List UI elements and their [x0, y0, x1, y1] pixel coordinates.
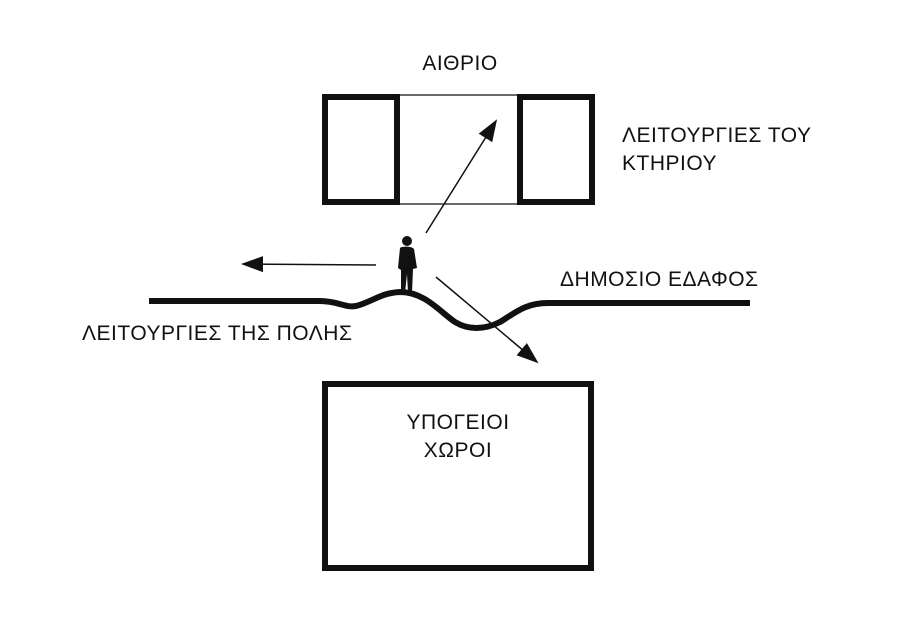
arrow-to-city	[241, 256, 377, 273]
building-block	[322, 94, 595, 205]
city-functions-label: ΛΕΙΤΟΥΡΓΙΕΣ ΤΗΣ ΠΟΛΗΣ	[82, 322, 353, 345]
person-silhouette-icon	[398, 236, 417, 293]
arrow-to-atrium	[425, 119, 498, 234]
public-ground-label: ΔΗΜΟΣΙΟ ΕΔΑΦΟΣ	[560, 268, 759, 291]
building-functions-label-line1: ΛΕΙΤΟΥΡΓΙΕΣ ΤΟΥ	[622, 124, 812, 147]
building-right-wing	[517, 94, 595, 205]
atrium-label: ΑΙΘΡΙΟ	[422, 52, 498, 75]
building-left-wing	[322, 94, 400, 205]
building-functions-label-line2: ΚΤΗΡΙΟΥ	[622, 152, 718, 175]
ground-line	[149, 289, 750, 331]
underground-box	[322, 381, 594, 571]
underground-label-line1: ΥΠΟΓΕΙΟΙ	[406, 411, 510, 434]
underground-label-line2: ΧΩΡΟΙ	[423, 439, 493, 462]
arrow-to-underground	[435, 276, 539, 364]
